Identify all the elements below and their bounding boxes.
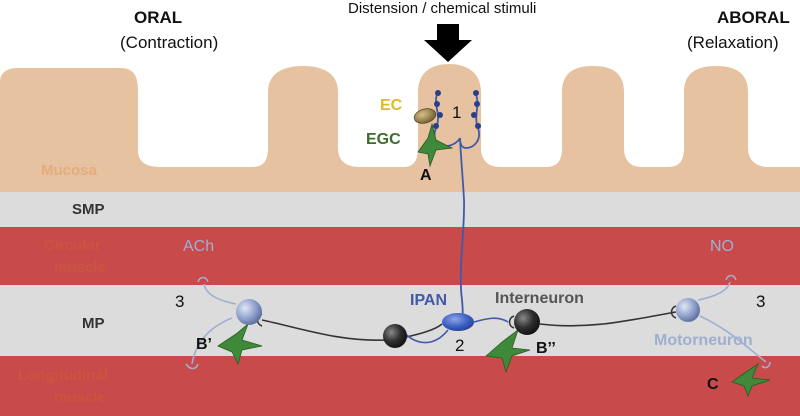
smp-label: SMP xyxy=(72,201,105,218)
circular-label-1: Circular xyxy=(44,237,101,254)
no-label: NO xyxy=(710,238,734,255)
step-3-left-label: 3 xyxy=(175,292,185,311)
aboral-sub-label: (Relaxation) xyxy=(687,33,779,52)
oral-label: ORAL xyxy=(134,8,183,27)
interneuron-left xyxy=(383,324,407,348)
label-c: C xyxy=(707,376,719,393)
longitudinal-label-1: Longitudinal xyxy=(18,367,108,384)
stimulus-arrow-icon xyxy=(424,24,472,62)
nerve-endings xyxy=(185,274,771,370)
step-2-label: 2 xyxy=(455,336,465,355)
motorneuron-label: Motorneuron xyxy=(654,332,753,349)
interneuron-label: Interneuron xyxy=(495,290,584,307)
mp-label: MP xyxy=(82,315,105,332)
glia-cell-c xyxy=(731,362,771,398)
interneuron-right xyxy=(514,309,540,335)
ipan-cell-body xyxy=(442,313,474,331)
label-a: A xyxy=(420,167,432,184)
b-double-prime-label: B’’ xyxy=(536,340,556,357)
circular-label-2: muscle xyxy=(54,259,106,276)
motor-neuron-right xyxy=(676,298,700,322)
aboral-label: ABORAL xyxy=(717,8,790,27)
longitudinal-label-2: muscle xyxy=(54,389,106,406)
mucosa-label: Mucosa xyxy=(41,162,97,179)
circular-muscle-layer xyxy=(0,227,800,285)
ipan-label: IPAN xyxy=(410,292,448,309)
smp-layer xyxy=(0,192,800,227)
glia-cell-a xyxy=(417,122,454,168)
glia-cell-b-prime xyxy=(217,322,263,366)
longitudinal-muscle-layer xyxy=(0,356,800,416)
b-prime-label: B’ xyxy=(196,336,212,353)
ach-label: ACh xyxy=(183,238,215,255)
mucosa-villi xyxy=(0,64,800,192)
motor-neuron-left xyxy=(236,299,262,325)
stimulus-label: Distension / chemical stimuli xyxy=(348,0,537,17)
oral-sub-label: (Contraction) xyxy=(120,33,219,52)
glia-cell-b-double-prime xyxy=(485,328,531,374)
step-3-right-label: 3 xyxy=(756,292,766,311)
egc-label: EGC xyxy=(366,131,401,148)
ipan-receptor-dots xyxy=(433,90,481,129)
ec-label: EC xyxy=(380,97,403,114)
step-1-label: 1 xyxy=(452,103,462,122)
ec-cell xyxy=(413,108,437,124)
